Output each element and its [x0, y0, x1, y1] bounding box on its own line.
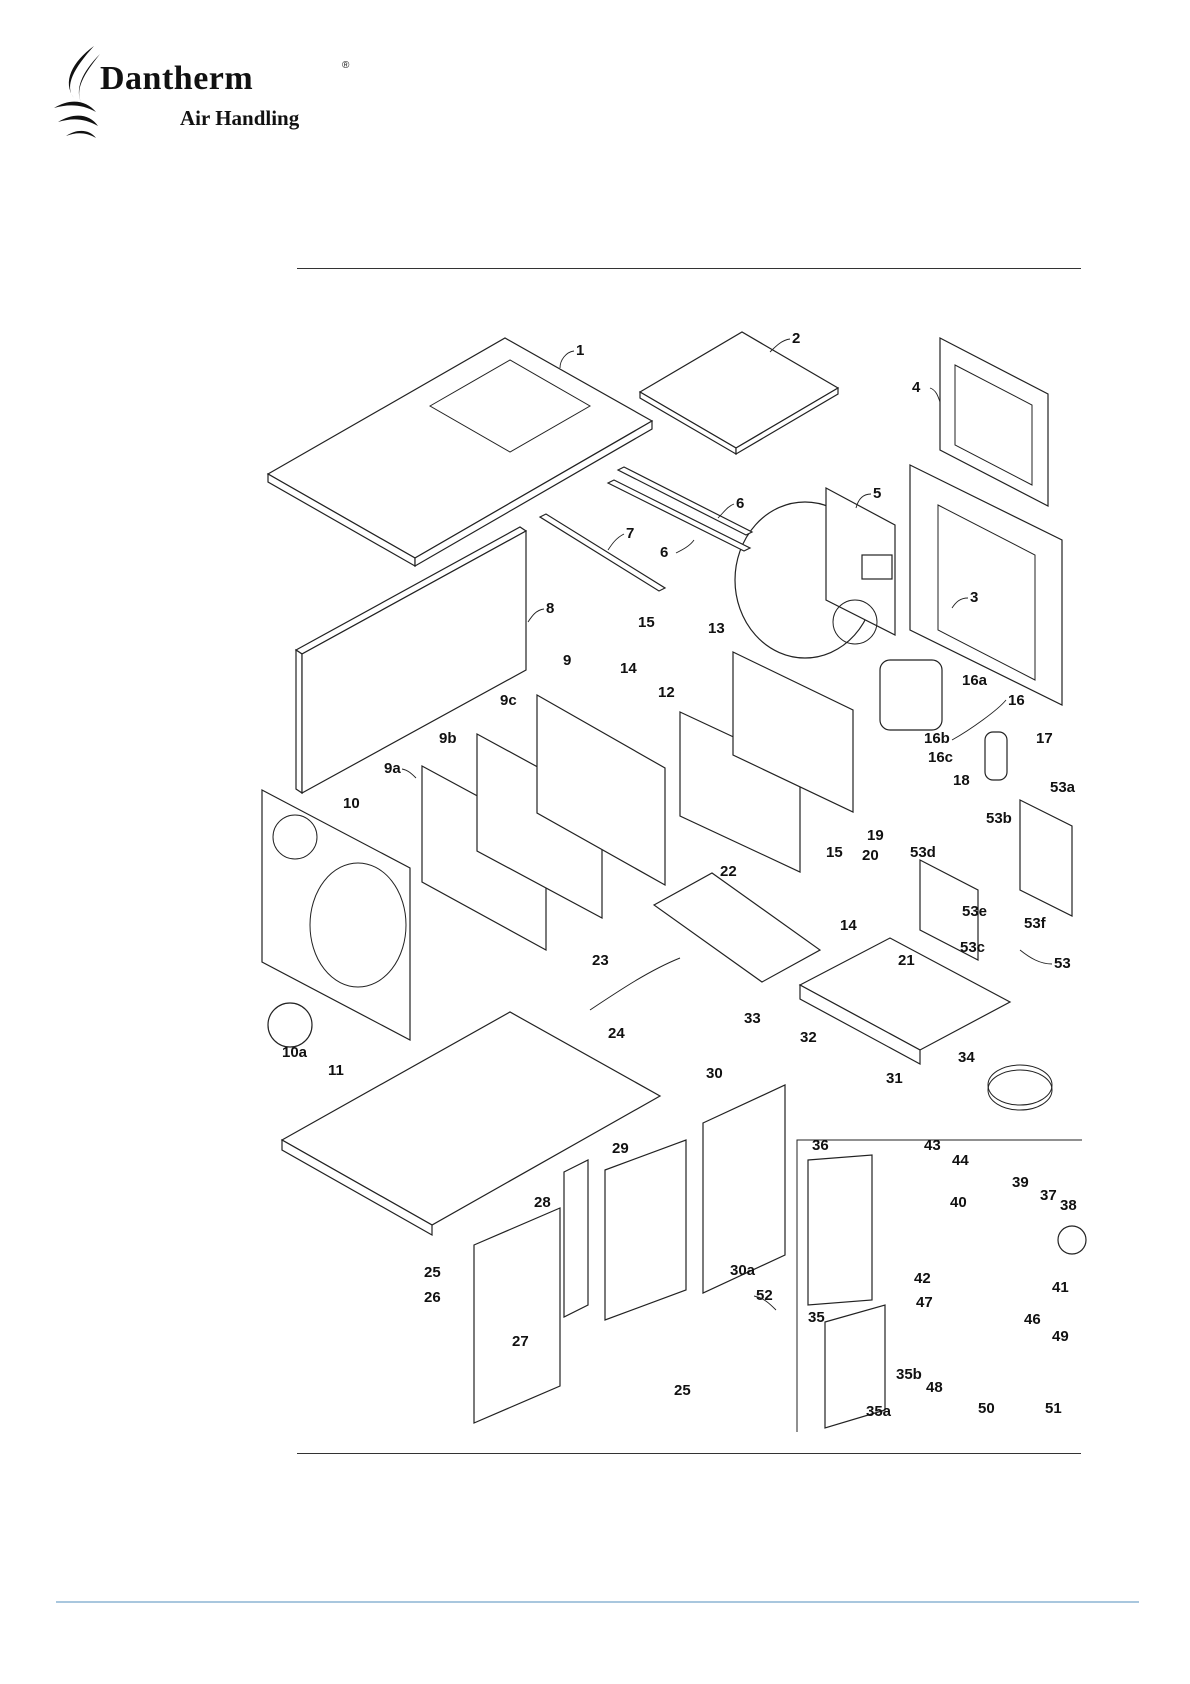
- label-35: 35: [808, 1309, 825, 1326]
- label-33: 33: [744, 1010, 761, 1027]
- label-53b: 53b: [986, 810, 1012, 827]
- label-11: 11: [328, 1062, 344, 1079]
- label-14b: 14: [840, 917, 857, 934]
- label-3: 3: [970, 589, 978, 606]
- label-10: 10: [343, 795, 360, 812]
- label-1: 1: [576, 342, 584, 359]
- label-31: 31: [886, 1070, 903, 1087]
- label-9c: 9c: [500, 692, 517, 709]
- label-44: 44: [952, 1152, 969, 1169]
- label-53e: 53e: [962, 903, 987, 920]
- part-front-panel-10: [262, 790, 410, 1047]
- part-fan-5: [735, 488, 895, 658]
- label-53d: 53d: [910, 844, 936, 861]
- part-duct-flange-4: [940, 338, 1048, 506]
- label-13: 13: [708, 620, 725, 637]
- label-2: 2: [792, 330, 800, 347]
- label-12: 12: [658, 684, 675, 701]
- label-40: 40: [950, 1194, 967, 1211]
- label-35a: 35a: [866, 1403, 892, 1420]
- part-pipe-34: [988, 1065, 1052, 1110]
- label-52: 52: [756, 1287, 773, 1304]
- label-51: 51: [1045, 1400, 1062, 1417]
- label-25b: 25: [674, 1382, 691, 1399]
- label-43: 43: [924, 1137, 941, 1154]
- label-7: 7: [626, 525, 634, 542]
- label-37: 37: [1040, 1187, 1057, 1204]
- label-5: 5: [873, 485, 881, 502]
- label-14a: 14: [620, 660, 637, 677]
- label-18: 18: [953, 772, 970, 789]
- label-9b: 9b: [439, 730, 457, 747]
- label-19: 19: [867, 827, 884, 844]
- label-50: 50: [978, 1400, 995, 1417]
- label-9a: 9a: [384, 760, 401, 777]
- label-26: 26: [424, 1289, 441, 1306]
- label-6a: 6: [736, 495, 744, 512]
- label-17: 17: [1036, 730, 1053, 747]
- part-top-cover: [268, 338, 652, 566]
- label-53f: 53f: [1024, 915, 1047, 932]
- label-53a: 53a: [1050, 779, 1076, 796]
- part-filters-9: [422, 695, 665, 950]
- part-rails: [540, 467, 752, 591]
- part-top-panel: [640, 332, 838, 454]
- label-30: 30: [706, 1065, 723, 1082]
- label-24: 24: [608, 1025, 625, 1042]
- label-36: 36: [812, 1137, 829, 1154]
- label-10a: 10a: [282, 1044, 308, 1061]
- label-23: 23: [592, 952, 609, 969]
- label-53c: 53c: [960, 939, 985, 956]
- label-30a: 30a: [730, 1262, 756, 1279]
- label-29: 29: [612, 1140, 629, 1157]
- label-39: 39: [1012, 1174, 1029, 1191]
- label-15b: 15: [826, 844, 843, 861]
- label-8: 8: [546, 600, 554, 617]
- label-21: 21: [898, 952, 915, 969]
- label-35b: 35b: [896, 1366, 922, 1383]
- label-22: 22: [720, 863, 737, 880]
- label-48: 48: [926, 1379, 943, 1396]
- label-16: 16: [1008, 692, 1025, 709]
- label-34: 34: [958, 1049, 975, 1066]
- label-49: 49: [1052, 1328, 1069, 1345]
- label-46: 46: [1024, 1311, 1041, 1328]
- label-16c: 16c: [928, 749, 953, 766]
- label-16a: 16a: [962, 672, 988, 689]
- label-32: 32: [800, 1029, 817, 1046]
- label-16b: 16b: [924, 730, 950, 747]
- label-42: 42: [914, 1270, 931, 1287]
- label-38: 38: [1060, 1197, 1077, 1214]
- label-25a: 25: [424, 1264, 441, 1281]
- label-15a: 15: [638, 614, 655, 631]
- label-47: 47: [916, 1294, 933, 1311]
- part-base-24: [282, 1012, 660, 1235]
- part-coils: [680, 652, 853, 872]
- label-9: 9: [563, 652, 571, 669]
- label-53: 53: [1054, 955, 1071, 972]
- label-28: 28: [534, 1194, 551, 1211]
- part-drip-tray-22: [654, 873, 820, 982]
- label-41: 41: [1052, 1279, 1069, 1296]
- label-4: 4: [912, 379, 921, 396]
- label-20: 20: [862, 847, 879, 864]
- label-27: 27: [512, 1333, 529, 1350]
- label-6b: 6: [660, 544, 668, 561]
